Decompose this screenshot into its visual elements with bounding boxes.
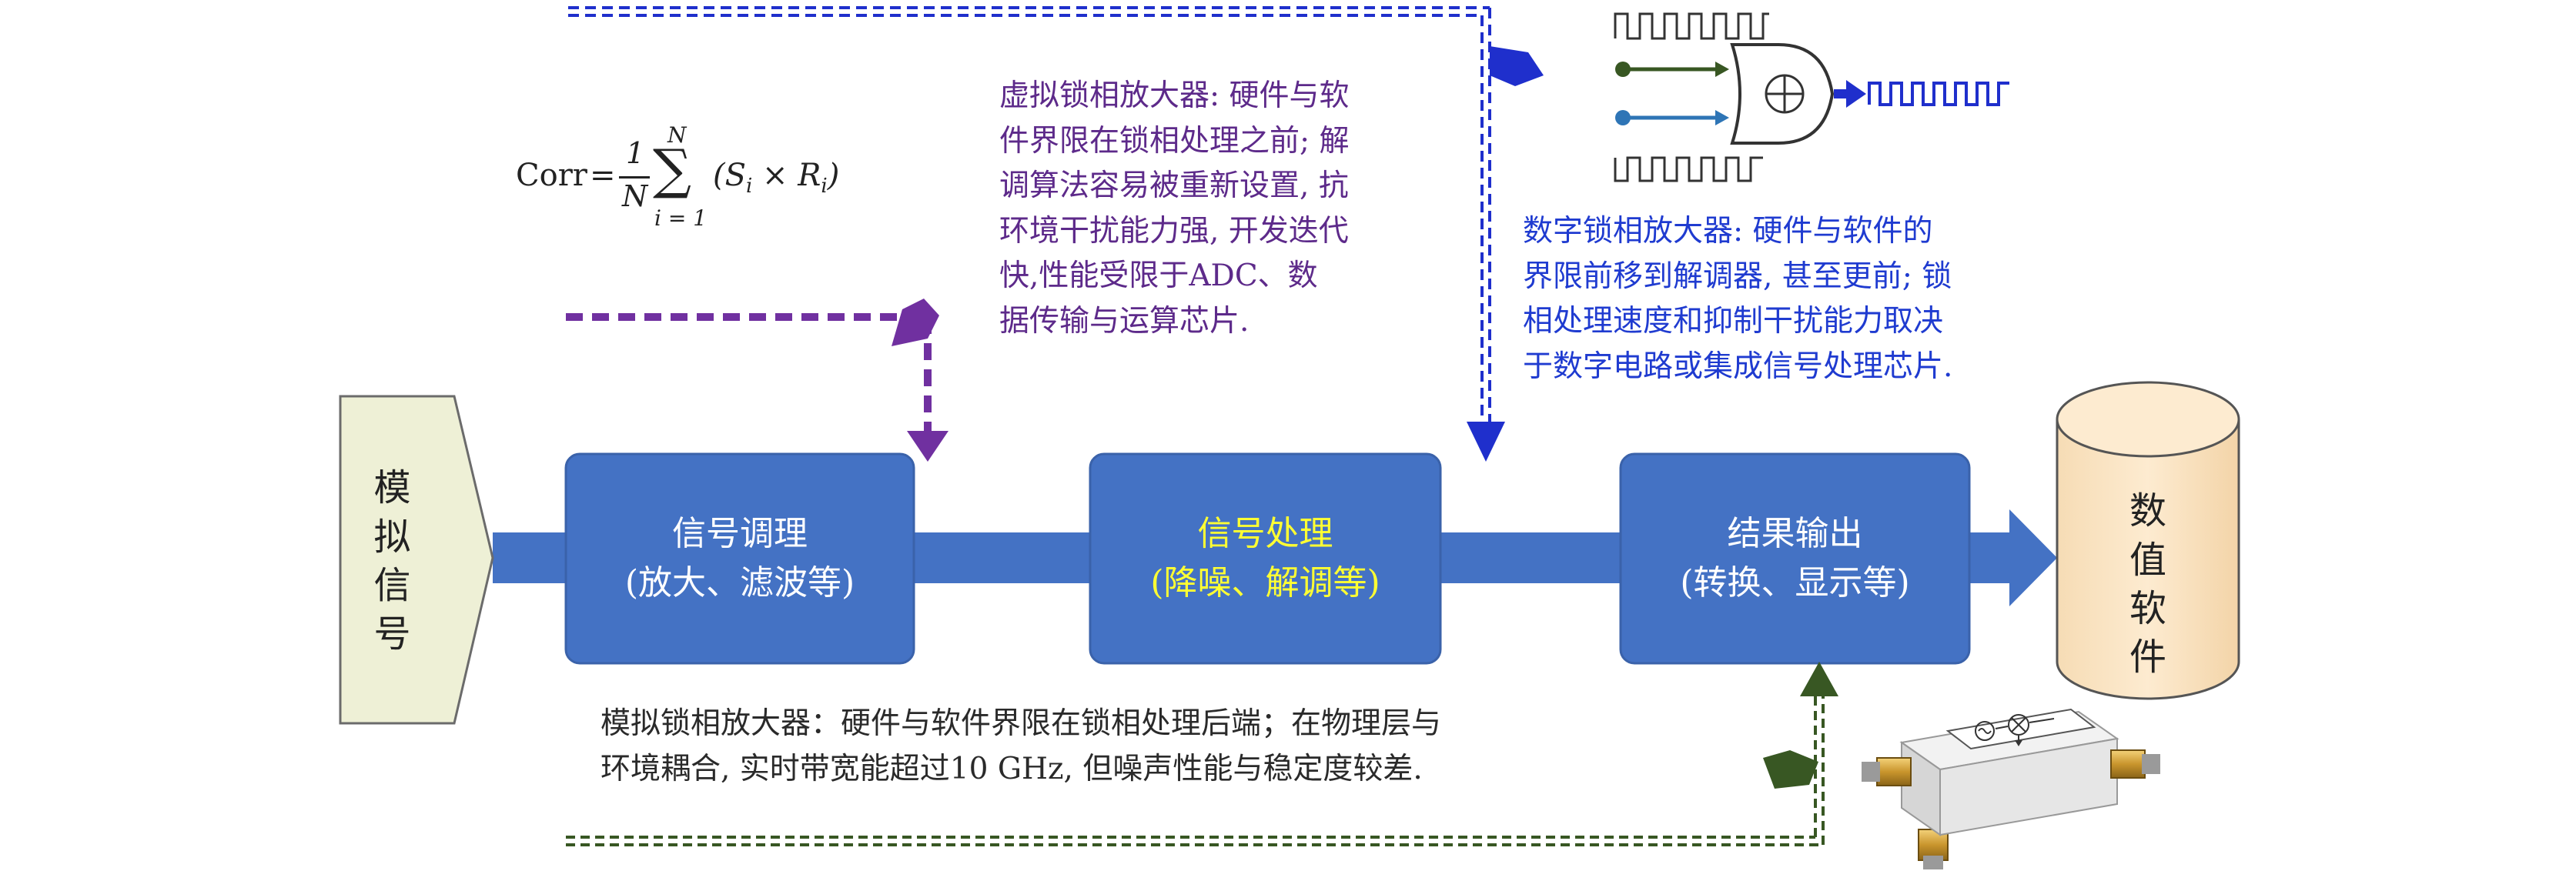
blue-arrowhead-down bbox=[1467, 422, 1505, 462]
analog-signal-char: 拟 bbox=[373, 515, 411, 559]
formula-body: (Si × Ri) bbox=[713, 158, 839, 198]
block-conditioning-label: 信号调理 (放大、滤波等) bbox=[566, 454, 914, 663]
analog-boundary-path bbox=[566, 692, 1825, 846]
xor-gate-icon bbox=[1614, 12, 2009, 182]
software-char: 数 bbox=[2129, 489, 2166, 533]
software-char: 软 bbox=[2129, 587, 2166, 630]
digital-boundary-path bbox=[568, 6, 1491, 427]
block-processing bbox=[1089, 452, 1442, 665]
virtual-note-line: 快,性能受限于ADC、数 bbox=[999, 259, 1318, 293]
block-title: 信号处理 bbox=[1197, 514, 1333, 554]
formula-lhs: Corr bbox=[516, 158, 587, 193]
blue-flag bbox=[1490, 46, 1544, 86]
purple-arrowhead-down bbox=[907, 431, 948, 462]
formula-sub-2: i bbox=[821, 175, 828, 198]
purple-flag bbox=[892, 299, 939, 346]
connector-processing-output bbox=[1440, 532, 1621, 583]
green-flag bbox=[1763, 750, 1818, 789]
connector-input-conditioning bbox=[493, 532, 566, 583]
correlation-formula: Corr = 1 N N ∑ i = 1 (Si × Ri) bbox=[516, 122, 947, 250]
formula-sum-lower: i = 1 bbox=[654, 205, 708, 231]
formula-frac-num: 1 bbox=[626, 136, 645, 170]
block-title: 信号调理 bbox=[672, 514, 808, 554]
formula-equals: = bbox=[590, 158, 616, 193]
software-cylinder bbox=[2056, 381, 2240, 700]
formula-frac-den: N bbox=[622, 179, 648, 213]
virtual-note-line: 调算法容易被重新设置, 抗 bbox=[999, 169, 1349, 203]
software-char: 件 bbox=[2129, 636, 2166, 679]
green-arrowhead-up bbox=[1800, 662, 1838, 696]
digital-note-line: 数字锁相放大器: 硬件与软件的 bbox=[1523, 214, 1933, 249]
virtual-note-line: 件界限在锁相处理之前; 解 bbox=[999, 123, 1350, 159]
analog-signal-char: 信 bbox=[373, 564, 411, 607]
formula-sub-1: i bbox=[746, 175, 753, 198]
block-output-label: 结果输出 (转换、显示等) bbox=[1621, 454, 1969, 663]
analog-input-shape bbox=[339, 395, 494, 725]
connector-conditioning-processing bbox=[913, 532, 1090, 583]
digital-note-line: 相处理速度和抑制干扰能力取决 bbox=[1523, 304, 1944, 339]
analog-signal-label: 模 拟 信 号 bbox=[340, 415, 444, 708]
virtual-boundary-path bbox=[566, 313, 932, 439]
virtual-note-line: 环境干扰能力强, 开发迭代 bbox=[999, 213, 1349, 249]
block-output bbox=[1619, 452, 1971, 665]
block-subtitle: (放大、滤波等) bbox=[624, 563, 855, 602]
virtual-note-line: 据传输与运算芯片. bbox=[999, 303, 1250, 339]
digital-note-line: 界限前移到解调器, 甚至更前; 锁 bbox=[1523, 259, 1952, 294]
block-conditioning bbox=[564, 452, 915, 665]
virtual-note-line: 虚拟锁相放大器: 硬件与软 bbox=[999, 78, 1350, 113]
formula-body-close: ) bbox=[827, 158, 840, 193]
block-subtitle: (转换、显示等) bbox=[1680, 563, 1910, 602]
block-processing-label: 信号处理 (降噪、解调等) bbox=[1090, 454, 1440, 663]
mixer-module-icon bbox=[1862, 708, 2160, 869]
analog-note-line: 环境耦合, 实时带宽能超过10 GHz, 但噪声性能与稳定度较差. bbox=[601, 751, 1423, 786]
block-title: 结果输出 bbox=[1727, 514, 1863, 554]
formula-sum-upper: N bbox=[667, 122, 687, 148]
analog-signal-char: 模 bbox=[373, 466, 411, 510]
block-subtitle: (降噪、解调等) bbox=[1150, 563, 1380, 602]
formula-frac-bar bbox=[619, 176, 650, 179]
digital-note-line: 于数字电路或集成信号处理芯片. bbox=[1523, 349, 1953, 384]
digital-software-label: 数 值 软 件 bbox=[2057, 469, 2239, 700]
analog-lockin-note: 模拟锁相放大器：硬件与软件界限在锁相处理后端；在物理层与 环境耦合, 实时带宽能… bbox=[601, 702, 1694, 792]
software-char: 值 bbox=[2129, 538, 2166, 582]
digital-lockin-note: 数字锁相放大器: 硬件与软件的 界限前移到解调器, 甚至更前; 锁 相处理速度和… bbox=[1523, 209, 2077, 389]
virtual-lockin-note: 虚拟锁相放大器: 硬件与软 件界限在锁相处理之前; 解 调算法容易被重新设置, … bbox=[999, 74, 1461, 344]
analog-note-line: 模拟锁相放大器：硬件与软件界限在锁相处理后端；在物理层与 bbox=[601, 706, 1442, 741]
formula-body-times: × R bbox=[752, 158, 821, 193]
formula-body-open: (S bbox=[713, 158, 747, 193]
formula-sum-symbol: ∑ bbox=[653, 138, 691, 201]
arrow-output-to-software bbox=[1969, 509, 2057, 606]
analog-signal-char: 号 bbox=[373, 612, 411, 656]
